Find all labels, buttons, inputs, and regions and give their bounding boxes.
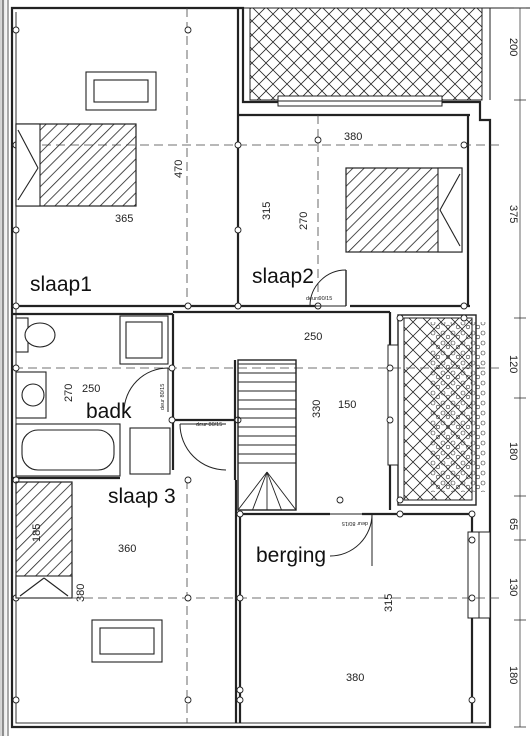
grid-marker [12, 696, 20, 704]
axis-lines [14, 8, 500, 723]
grid-marker [314, 136, 322, 144]
grid-marker [234, 141, 242, 149]
dimension-label: 270 [298, 212, 310, 230]
terrace-top [249, 7, 483, 101]
interior-walls [12, 8, 474, 723]
right-dimension-label: 65 [507, 518, 519, 530]
grid-marker [468, 696, 476, 704]
room-label-slaap1: slaap1 [30, 273, 92, 296]
door-hall [179, 423, 227, 471]
grid-marker [396, 314, 404, 322]
right-dimension-label: 180 [507, 442, 519, 460]
grid-marker [460, 314, 468, 322]
door-tag: deur 80/15 [160, 384, 166, 410]
grid-marker [468, 510, 476, 518]
right-dimension-label: 120 [507, 355, 519, 373]
grid-marker [12, 302, 20, 310]
grid-marker [184, 696, 192, 704]
dimension-label: 250 [82, 383, 100, 395]
room-label-berging: berging [256, 544, 326, 567]
cabinet-badk [129, 427, 171, 475]
grid-marker [236, 510, 244, 518]
grid-marker [168, 416, 176, 424]
grid-marker [184, 26, 192, 34]
door-tag: deur 80/15 [196, 422, 222, 428]
room-label-badk: badk [86, 400, 132, 423]
right-dimension-label: 180 [507, 666, 519, 684]
dimension-label: 315 [383, 594, 395, 612]
dimension-label: 470 [173, 160, 185, 178]
bathtub [15, 423, 121, 477]
grid-marker [168, 364, 176, 372]
grid-marker [236, 594, 244, 602]
dimension-label: 150 [338, 399, 356, 411]
right-dimension-column: 200 375 120 180 65 130 180 [507, 7, 526, 728]
grid-marker [460, 141, 468, 149]
right-dimension-label: 375 [507, 205, 519, 223]
stair-winder [252, 471, 268, 511]
dimension-label: 360 [118, 543, 136, 555]
grid-marker [12, 26, 20, 34]
dimension-label: 270 [63, 384, 75, 402]
door-slaap2 [309, 269, 347, 307]
room-label-slaap3: slaap 3 [108, 485, 176, 508]
scan-margin [0, 0, 8, 736]
grid-marker [336, 496, 344, 504]
grid-marker [236, 686, 244, 694]
dimension-label: 250 [304, 331, 322, 343]
grid-marker [460, 302, 468, 310]
dimension-label: 315 [261, 202, 273, 220]
dimension-label: 185 [31, 524, 43, 542]
bed-slaap3 [15, 481, 73, 599]
window-top [277, 95, 443, 107]
courtyard-right [387, 314, 486, 506]
grid-marker [386, 416, 394, 424]
grid-marker [468, 536, 476, 544]
bed-slaap1 [15, 123, 137, 207]
grid-marker [184, 594, 192, 602]
dimension-label: 380 [75, 584, 87, 602]
door-badk [123, 367, 169, 413]
shower [119, 315, 169, 365]
grid-marker [12, 364, 20, 372]
grid-marker [184, 302, 192, 310]
grid-marker [468, 594, 476, 602]
right-dimension-label: 130 [507, 578, 519, 596]
stair-winder [266, 471, 297, 511]
dimension-label: 380 [346, 672, 364, 684]
washbasin [15, 371, 47, 419]
grid-marker [396, 510, 404, 518]
grid-marker [236, 696, 244, 704]
grid-marker [234, 302, 242, 310]
stair-winder [266, 471, 282, 511]
stair-winder [237, 471, 268, 511]
grid-marker [234, 226, 242, 234]
staircase [237, 359, 297, 511]
grid-marker [386, 364, 394, 372]
grid-marker [12, 226, 20, 234]
door-tag: deur 80/15 [342, 520, 368, 526]
window-slaap3 [91, 619, 163, 663]
toilet [15, 317, 56, 353]
dimension-label: 365 [115, 213, 133, 225]
grid-marker [184, 476, 192, 484]
dimension-label: 380 [344, 131, 362, 143]
door-tag: deur 90/15 [306, 296, 332, 302]
grid-marker [396, 496, 404, 504]
bed-slaap2 [345, 167, 463, 253]
dimension-label: 330 [311, 400, 323, 418]
right-dimension-label: 200 [507, 38, 519, 56]
room-label-slaap2: slaap2 [252, 265, 314, 288]
outer-walls [10, 6, 530, 729]
door-berging [329, 513, 373, 566]
window-slaap1 [85, 71, 157, 111]
